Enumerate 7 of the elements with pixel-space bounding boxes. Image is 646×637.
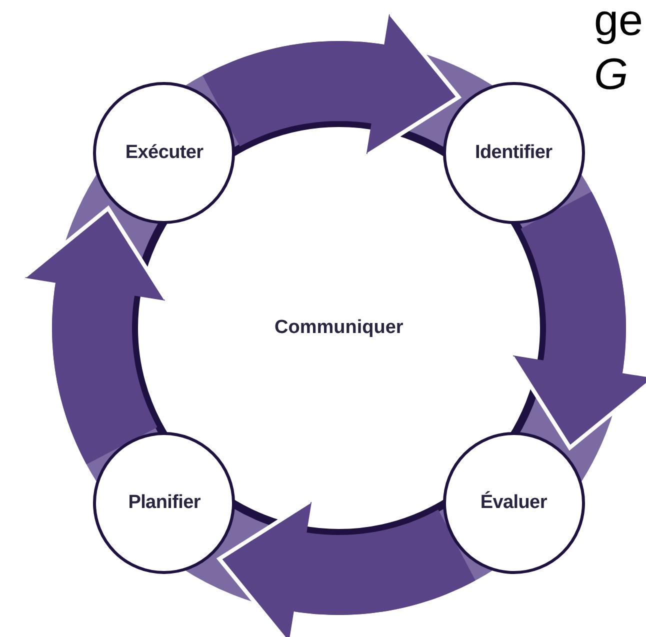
heading-fragment: ge — [594, 0, 643, 46]
step-label: Exécuter — [125, 142, 204, 164]
step-label: Planifier — [128, 492, 200, 514]
heading-fragment: G — [594, 50, 628, 100]
center-label: Communiquer — [274, 317, 404, 339]
step-label: Identifier — [475, 142, 552, 164]
step-label: Évaluer — [480, 492, 547, 514]
